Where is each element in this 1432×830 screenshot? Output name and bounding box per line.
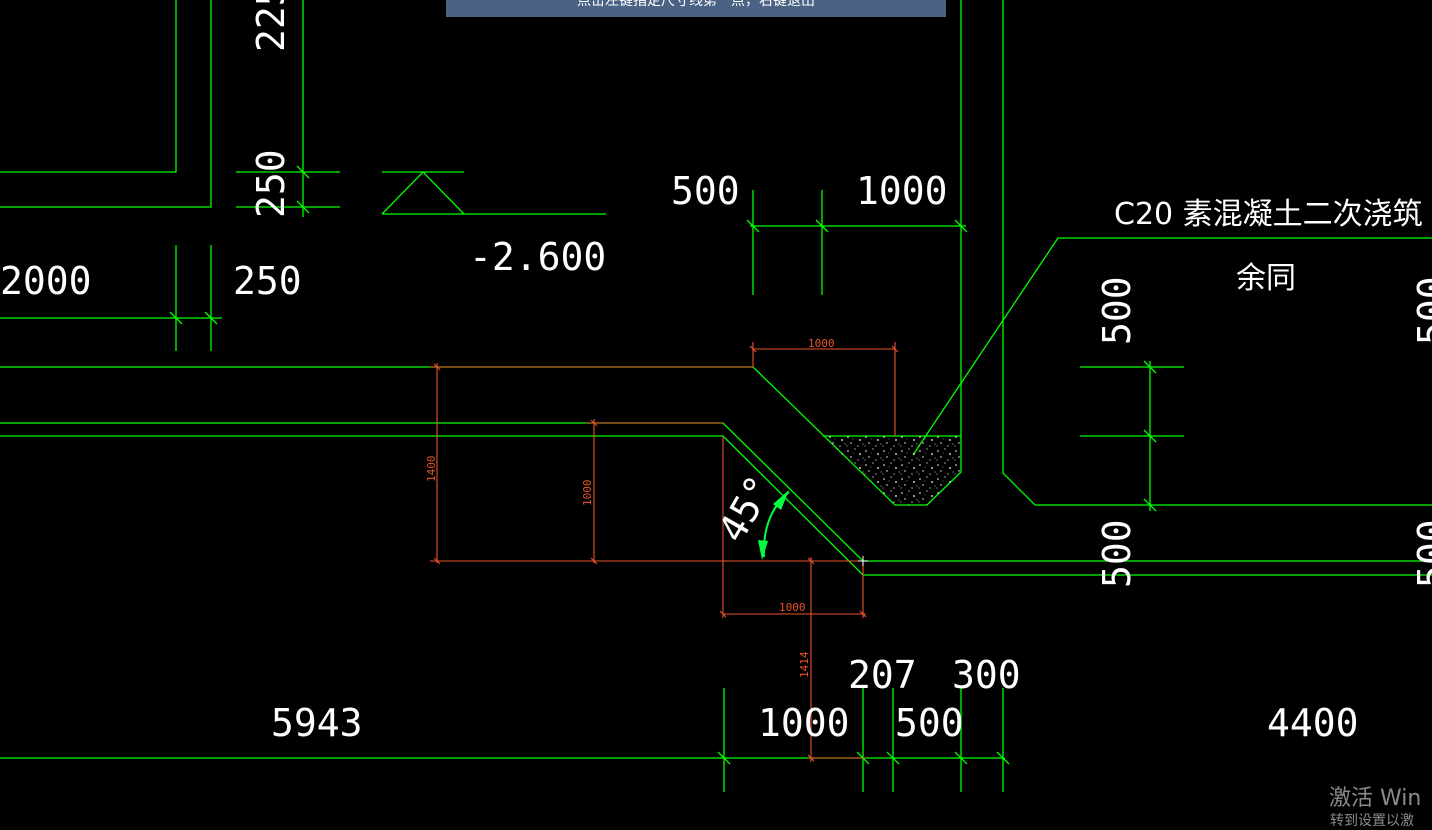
arc-arrow-top [773, 490, 789, 510]
orange-dim-1414 [808, 557, 866, 762]
wall-outline-right [1002, 0, 1432, 506]
orange-ticks [433, 345, 899, 762]
elevation-symbol [381, 171, 606, 215]
dim-500-top: 500 [671, 169, 740, 213]
activation-watermark-sub: 转到设置以激 [1330, 813, 1414, 829]
dim-right-500 [1080, 361, 1184, 511]
orange-text-1000-mid: 1000 [581, 480, 594, 507]
dim-500-bottom: 500 [895, 701, 964, 745]
dimension-text: 225 250 2000 250 500 1000 -2.600 5943 10… [0, 0, 1432, 745]
dim-ext-top-500 [752, 190, 823, 295]
dim-4400: 4400 [1267, 701, 1359, 745]
arc-arrow-bottom [758, 540, 768, 560]
cursor-crosshair [858, 556, 868, 566]
dim-ext-left-250 [175, 245, 212, 351]
orange-dim-1000-top [752, 342, 896, 436]
orange-dimension-text: 1000 1400 1000 1000 1414 [425, 337, 835, 678]
dim-ext-bottom [723, 688, 1004, 792]
wall-outline-left-outer [0, 0, 212, 208]
angle-label: 45° [710, 468, 782, 549]
orange-text-1000-top: 1000 [808, 337, 835, 350]
dim-250-left: 250 [233, 259, 302, 303]
dim-2000: 2000 [0, 259, 92, 303]
dim-500-edge-lower: 500 [1410, 519, 1432, 588]
orange-text-1400: 1400 [425, 456, 438, 483]
dim-1000-top: 1000 [856, 169, 948, 213]
angle-arc [758, 490, 790, 560]
dim-500-right-upper: 500 [1095, 276, 1139, 345]
note-c20: C20 素混凝土二次浇筑 [1114, 197, 1423, 232]
dim-500-right-lower: 500 [1095, 519, 1139, 588]
note-same: 余同 [1236, 261, 1296, 296]
dim-ext-250-vertical [236, 171, 340, 208]
elevation-text: -2.600 [469, 235, 606, 279]
orange-dim-1000-bottom [722, 436, 866, 618]
dim-300: 300 [952, 653, 1021, 697]
orange-text-1000-bottom: 1000 [779, 601, 806, 614]
orange-dim-1400 [430, 363, 868, 563]
dim-1000-bottom: 1000 [758, 701, 850, 745]
dim-225: 225 [249, 0, 293, 52]
concrete-fill-hatch [823, 436, 961, 505]
orange-dimensions [430, 342, 899, 762]
activation-watermark: 激活 Win [1329, 786, 1422, 811]
orange-text-1414: 1414 [798, 651, 811, 678]
dim-5943: 5943 [271, 701, 363, 745]
dim-500-edge-upper: 500 [1410, 276, 1432, 345]
leader-line-c20 [912, 237, 1432, 456]
dim-250-vertical: 250 [249, 149, 293, 218]
wall-outline-left-inner [0, 0, 177, 173]
command-prompt-bar[interactable]: 点击左键指定尺寸线第一点，右键退出 [446, 0, 946, 17]
slab-line-upper [0, 422, 1432, 562]
slab-line-lower [0, 435, 1432, 576]
dim-207: 207 [848, 653, 917, 697]
structure-lines [0, 0, 1432, 792]
orange-dim-1000-mid [586, 419, 723, 563]
